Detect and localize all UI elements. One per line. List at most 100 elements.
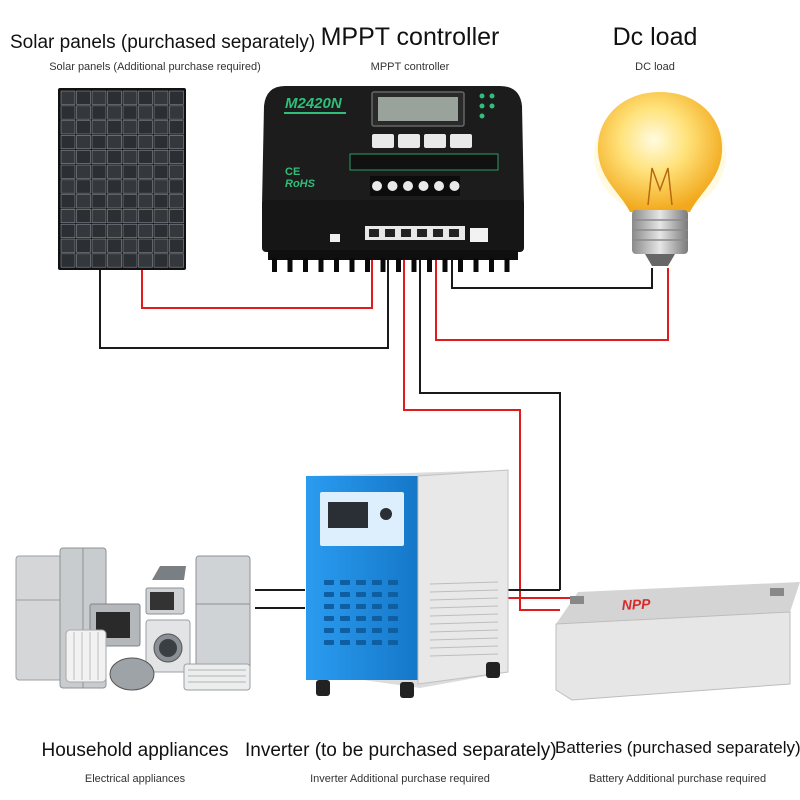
terminal-slot <box>417 229 427 237</box>
vent-slot <box>356 592 366 597</box>
solar-cell <box>153 120 169 135</box>
side-vent <box>429 621 499 625</box>
solar-cell <box>107 253 122 268</box>
solar-black-wire <box>99 236 389 349</box>
controller-button[interactable] <box>424 134 446 148</box>
household-appliances <box>15 547 251 691</box>
solar-cell <box>153 209 169 224</box>
vent-slot <box>340 592 350 597</box>
solar-cell <box>60 135 76 150</box>
solar-cell <box>60 120 76 135</box>
battery-terminal <box>770 588 784 596</box>
vent-slot <box>388 592 398 597</box>
solar-cell <box>122 105 138 120</box>
solar-cell <box>76 90 91 105</box>
solar-cell <box>138 149 153 164</box>
solar-cell <box>107 105 122 120</box>
air-conditioner <box>183 663 251 691</box>
solar-cell <box>76 135 91 150</box>
vent-slot <box>356 628 366 633</box>
light-bulb <box>594 92 726 266</box>
vent-slot <box>340 580 350 585</box>
solar-panels-subtitle: Solar panels (Additional purchase requir… <box>49 61 261 73</box>
solar-cell <box>60 238 76 253</box>
solar-cells <box>60 90 184 268</box>
solar-cell <box>153 90 169 105</box>
solar-cell <box>122 238 138 253</box>
mppt-controller: M2420N CE RoHS <box>262 86 524 272</box>
solar-cell <box>107 120 122 135</box>
solar-cell <box>122 209 138 224</box>
vent-slot <box>388 580 398 585</box>
solar-cell <box>107 164 122 179</box>
controller-button[interactable] <box>398 134 420 148</box>
vent-slot <box>372 592 382 597</box>
solar-cell <box>60 179 76 194</box>
controller-button[interactable] <box>372 134 394 148</box>
terminal-slot <box>369 229 379 237</box>
side-vent <box>429 645 499 649</box>
side-vent <box>429 629 499 633</box>
heatsink-fin <box>458 258 463 272</box>
vent-slot <box>388 616 398 621</box>
vent-slot <box>356 580 366 585</box>
side-vent <box>429 653 499 657</box>
vent-slot <box>356 640 366 645</box>
solar-cell <box>169 149 184 164</box>
vent-slot <box>388 604 398 609</box>
solar-cell <box>91 223 107 238</box>
solar-cell <box>153 149 169 164</box>
terminal-slot <box>449 229 459 237</box>
solar-cell <box>153 164 169 179</box>
solar-cell <box>76 253 91 268</box>
side-vent <box>429 581 499 585</box>
led-indicator <box>489 93 495 99</box>
inverter-power-knob[interactable] <box>380 508 392 520</box>
solar-cell <box>107 223 122 238</box>
solar-cell <box>76 120 91 135</box>
heatsink-fin <box>380 258 386 272</box>
solar-cell <box>122 120 138 135</box>
inverter-lcd <box>328 502 368 528</box>
solar-cell <box>107 194 122 209</box>
vent-slot <box>324 592 334 597</box>
solar-cell <box>138 105 153 120</box>
solar-cell <box>169 238 184 253</box>
solar-cell <box>60 164 76 179</box>
led-indicator <box>479 103 485 109</box>
caster-wheel <box>316 680 330 696</box>
heatsink-fins <box>268 250 518 272</box>
side-vent <box>429 589 499 593</box>
heatsink-fin <box>365 258 370 272</box>
solar-cell <box>153 238 169 253</box>
solar-cell <box>91 164 107 179</box>
solar-cell <box>107 135 122 150</box>
solar-cell <box>138 120 153 135</box>
solar-cell <box>138 238 153 253</box>
solar-cell <box>153 105 169 120</box>
heatsink-fin <box>427 258 432 272</box>
solar-cell <box>153 223 169 238</box>
terminal-screw <box>403 181 413 191</box>
vent-slot <box>388 640 398 645</box>
rohs-mark: RoHS <box>285 178 316 190</box>
vent-slot <box>324 580 334 585</box>
heatsink-fin <box>489 258 494 272</box>
controller-button[interactable] <box>450 134 472 148</box>
household-appliances-subtitle: Electrical appliances <box>84 773 186 785</box>
terminal-screw <box>434 181 444 191</box>
solar-cell <box>76 179 91 194</box>
dc-load-title: Dc load <box>612 23 698 51</box>
vent-slot <box>340 628 350 633</box>
load-black-wire <box>451 236 653 289</box>
vacuum-cleaner <box>109 657 155 691</box>
temp-sensor-port <box>330 234 340 242</box>
solar-cell <box>138 179 153 194</box>
vent-slot <box>324 604 334 609</box>
solar-cell <box>169 179 184 194</box>
solar-cell <box>60 90 76 105</box>
solar-cell <box>107 149 122 164</box>
led-indicator <box>479 113 485 119</box>
side-vent <box>429 613 499 617</box>
solar-cell <box>60 209 76 224</box>
